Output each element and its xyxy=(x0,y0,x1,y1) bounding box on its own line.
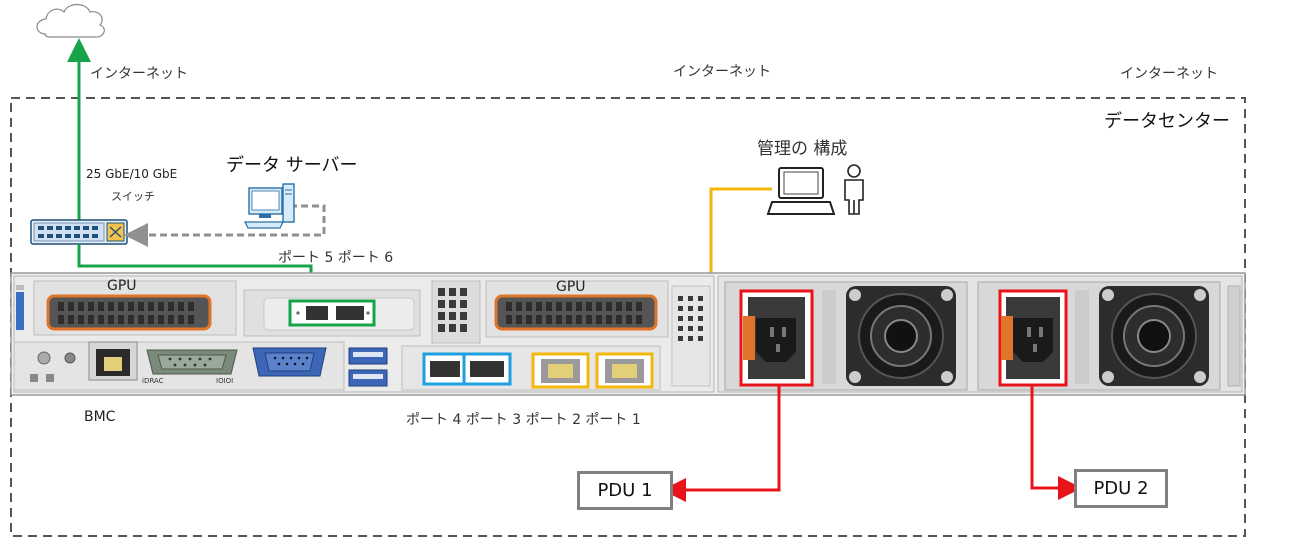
power-supply-1 xyxy=(724,281,968,391)
datacenter-label: データセンター xyxy=(1104,111,1230,132)
ioioi-label: IOIOI xyxy=(216,377,234,385)
fan-icon xyxy=(846,286,956,386)
port-2-rj45 xyxy=(531,352,590,389)
network-switch-icon xyxy=(30,219,128,245)
pdu-1-box: PDU 1 xyxy=(577,471,673,510)
internet-label-right: インターネット xyxy=(1120,66,1218,82)
gpu-right-card xyxy=(494,294,658,331)
management-label: 管理の 構成 xyxy=(757,139,848,159)
fan-icon xyxy=(1099,286,1209,386)
pdu-2-box: PDU 2 xyxy=(1074,469,1168,508)
laptop-icon xyxy=(766,167,836,215)
gpu-right-label: GPU xyxy=(556,279,586,295)
ports-5-6-label: ポート 5 ポート 6 xyxy=(278,250,394,266)
vga-port-icon xyxy=(252,347,327,377)
switch-speed-label: 25 GbE/10 GbE xyxy=(86,167,178,181)
internet-label-left: インターネット xyxy=(90,66,188,82)
port-3-sfp xyxy=(462,352,512,386)
cloud-icon xyxy=(36,3,105,38)
gpu-left-card xyxy=(46,294,212,331)
gpu-left-label: GPU xyxy=(107,278,137,294)
idrac-label: iDRAC xyxy=(142,377,164,385)
power-link-2 xyxy=(1030,386,1082,500)
port-1-rj45 xyxy=(595,352,654,389)
power-supply-2 xyxy=(977,281,1221,391)
ports-4-1-label: ポート 4 ポート 3 ポート 2 ポート 1 xyxy=(406,412,641,428)
internet-label-center: インターネット xyxy=(673,64,771,80)
bmc-label: BMC xyxy=(84,409,116,425)
usb-port-icon xyxy=(348,347,388,387)
data-server-label: データ サーバー xyxy=(226,155,358,176)
desktop-computer-icon xyxy=(244,183,295,229)
power-link-1 xyxy=(662,386,781,502)
server-chassis xyxy=(10,272,1246,396)
switch-name-label: スイッチ xyxy=(111,190,155,203)
serial-port-icon xyxy=(146,349,238,375)
bmc-ethernet-port-icon xyxy=(88,341,138,381)
data-server-link xyxy=(124,204,326,247)
person-icon xyxy=(844,164,864,215)
port-4-sfp xyxy=(422,352,468,386)
